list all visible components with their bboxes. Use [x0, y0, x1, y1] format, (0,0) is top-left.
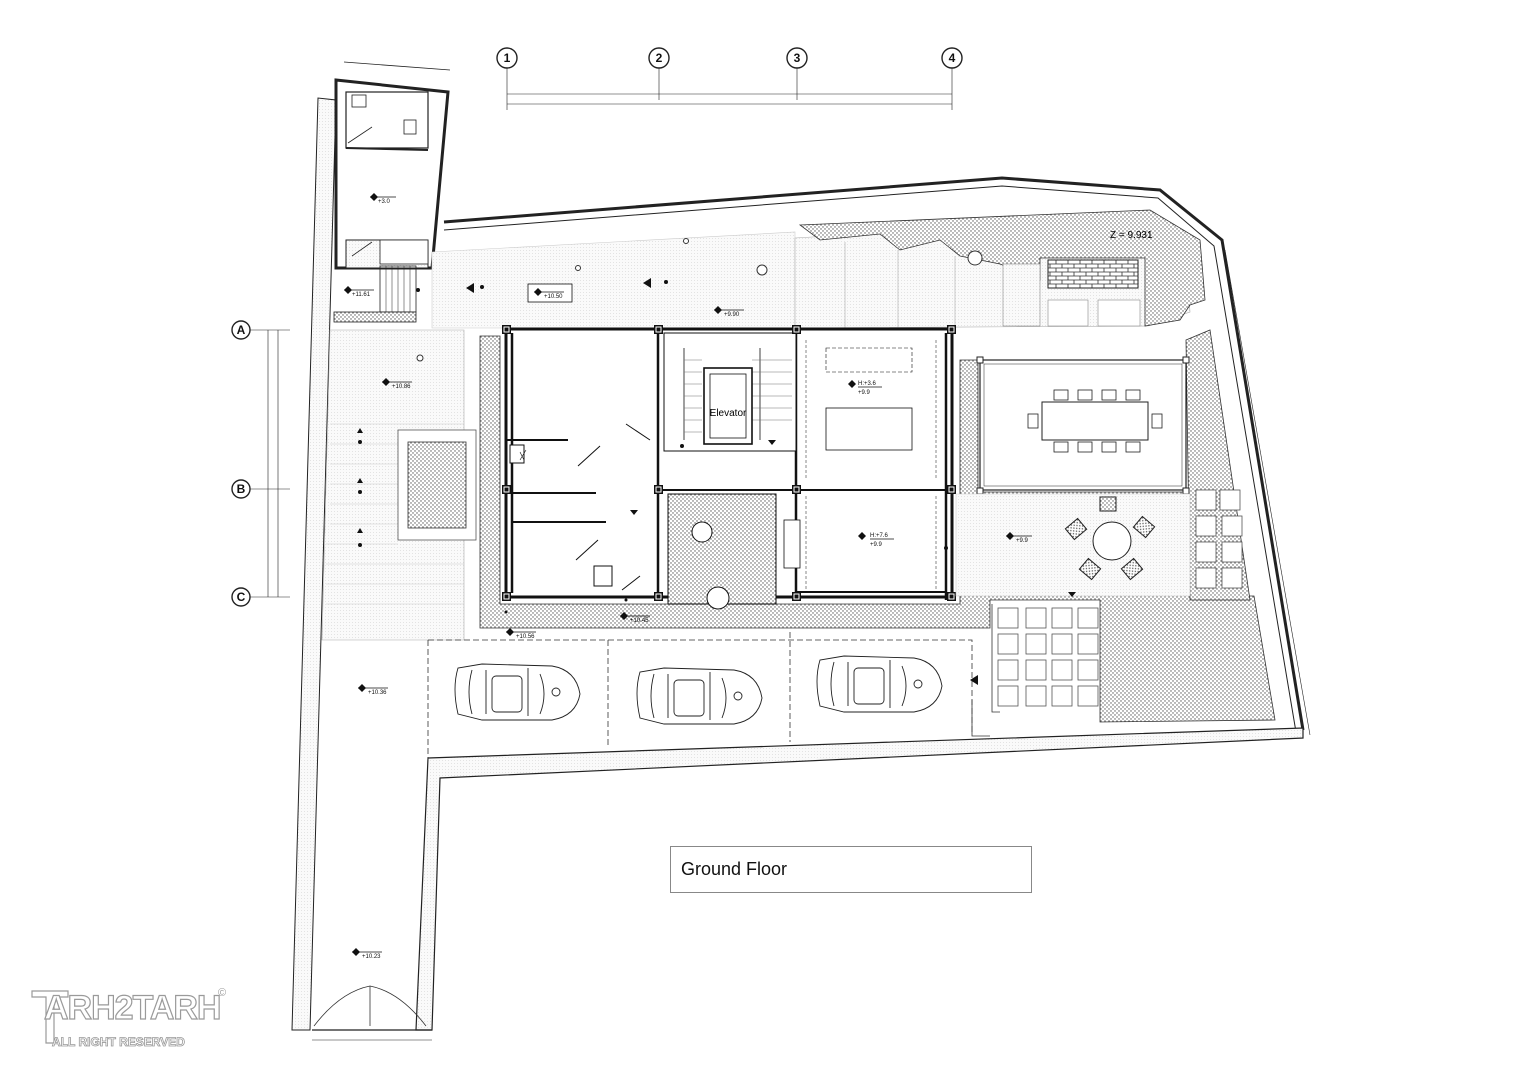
brick-wall — [1047, 259, 1139, 289]
planter-top-right — [798, 209, 1206, 327]
stepping-pavers — [997, 489, 1243, 707]
axis-b-label: B — [237, 482, 246, 496]
level-room-b-height: H:+7.6 — [870, 533, 889, 539]
copyright-symbol: © — [218, 987, 227, 999]
drawing-title: Ground Floor — [681, 859, 788, 879]
elevator-label: Elevator — [710, 408, 747, 419]
car — [454, 655, 943, 725]
level-room-b: +9.9 — [870, 542, 883, 548]
level-top-room: +3.0 — [378, 199, 391, 205]
level-room-a-height: H:+3.6 — [858, 381, 877, 387]
axis-3-label: 3 — [794, 51, 801, 65]
watermark-logo: ARH2TARH © ALL RIGHT RESERVED — [30, 985, 245, 1055]
z-elevation-label: Z = 9.931 — [1110, 230, 1153, 241]
level-stair-top: +9.90 — [724, 312, 740, 318]
level-left-court: +10.86 — [392, 384, 411, 390]
axis-1-label: 1 — [504, 51, 511, 65]
level-top-pad: +10.50 — [544, 294, 563, 300]
upper-terrace — [431, 231, 796, 329]
drawing-title-box: Ground Floor — [670, 846, 1032, 893]
level-front-left: +10.56 — [516, 634, 535, 640]
watermark-tagline: ALL RIGHT RESERVED — [52, 1035, 186, 1050]
level-markers: +3.0 +11.61 +10.50 +9.90 +10.86 H:+3.6 +9… — [344, 193, 1032, 960]
level-parking-left: +10.36 — [368, 690, 387, 696]
site-boundary — [291, 61, 1311, 1041]
level-driveway: +10.23 — [362, 954, 381, 960]
structural-columns — [502, 325, 956, 601]
annex-room — [333, 91, 429, 323]
grid-axes — [231, 47, 963, 607]
level-entry-left: +11.61 — [352, 292, 371, 298]
logo-t-icon — [31, 990, 69, 1044]
parking-area — [427, 632, 990, 760]
axis-2-label: 2 — [656, 51, 663, 65]
direction-arrows — [416, 278, 1076, 685]
level-room-a: +9.9 — [858, 390, 871, 396]
pergola-dining — [976, 356, 1190, 495]
round-table — [1064, 496, 1156, 581]
axis-4-label: 4 — [949, 51, 956, 65]
axis-c-label: C — [237, 590, 246, 604]
terrace-paving — [955, 493, 1191, 597]
level-terrace: +9.9 — [1016, 538, 1029, 544]
watermark-brand: ARH2TARH — [43, 988, 222, 1027]
level-front-mid: +10.45 — [630, 618, 649, 624]
axis-a-label: A — [237, 323, 246, 337]
main-building — [504, 327, 954, 610]
entrance-gate — [313, 985, 427, 1027]
